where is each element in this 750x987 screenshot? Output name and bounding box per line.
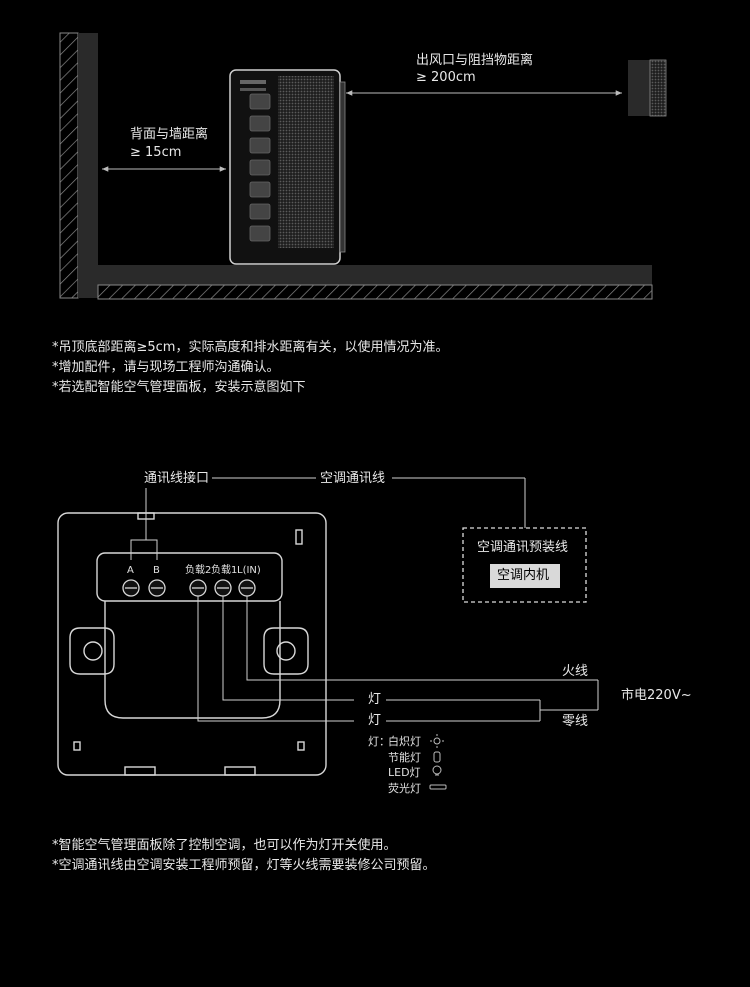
l-in-label: L(IN)	[237, 565, 261, 576]
note-accessories: *增加配件，请与现场工程师沟通确认。	[52, 360, 280, 375]
back-distance-value: ≥ 15cm	[130, 145, 182, 160]
terminal-a-label: A	[127, 565, 134, 576]
legend-led: LED灯	[388, 766, 421, 779]
note-optional-panel: *若选配智能空气管理面板，安装示意图如下	[52, 380, 306, 395]
outlet-distance-label: 出风口与阻挡物距离	[416, 53, 534, 68]
legend-title: 灯：	[368, 735, 390, 748]
load2-label: 负载2	[185, 565, 212, 576]
live-wire-label: 火线	[562, 664, 589, 679]
incandescent-icon	[430, 734, 444, 748]
lamp-1-label: 灯	[368, 692, 382, 707]
energy-saving-icon	[433, 751, 441, 763]
note-ceiling: *吊顶底部距离≥5cm，实际高度和排水距离有关，以使用情况为准。	[52, 340, 449, 355]
legend-energy-saving: 节能灯	[388, 751, 421, 764]
load1-label: 负载1	[211, 565, 238, 576]
mains-label: 市电220V~	[621, 688, 692, 703]
legend-incandescent: 白炽灯	[388, 735, 421, 748]
comm-port-label: 通讯线接口	[144, 471, 210, 486]
legend-icons	[429, 734, 447, 790]
ac-indoor-unit	[229, 69, 346, 265]
indoor-unit-label: 空调内机	[497, 568, 550, 583]
preinstalled-line-label: 空调通讯预装线	[477, 540, 569, 555]
led-icon	[432, 765, 442, 776]
preinstalled-line-box	[462, 527, 587, 603]
note-panel-lamp-switch: *智能空气管理面板除了控制空调，也可以作为灯开关使用。	[52, 838, 397, 853]
back-distance-label: 背面与墙距离	[130, 127, 209, 142]
ac-comm-line-label: 空调通讯线	[320, 471, 386, 486]
lamp-2-label: 灯	[368, 713, 382, 728]
wall	[59, 32, 98, 299]
neutral-wire-label: 零线	[562, 714, 589, 729]
outlet-distance-value: ≥ 200cm	[416, 70, 476, 85]
note-comm-line-reserve: *空调通讯线由空调安装工程师预留，灯等火线需要装修公司预留。	[52, 858, 436, 873]
terminal-b-label: B	[153, 565, 160, 576]
terminal-screws	[122, 579, 256, 597]
ceiling	[97, 265, 653, 300]
fluorescent-icon	[429, 784, 447, 790]
smart-panel	[57, 512, 327, 776]
legend-fluorescent: 荧光灯	[388, 782, 421, 795]
lamp-wiring	[197, 596, 599, 722]
obstacle	[628, 59, 667, 117]
indoor-unit-box	[490, 564, 560, 588]
ac-comm-wire	[130, 477, 526, 560]
